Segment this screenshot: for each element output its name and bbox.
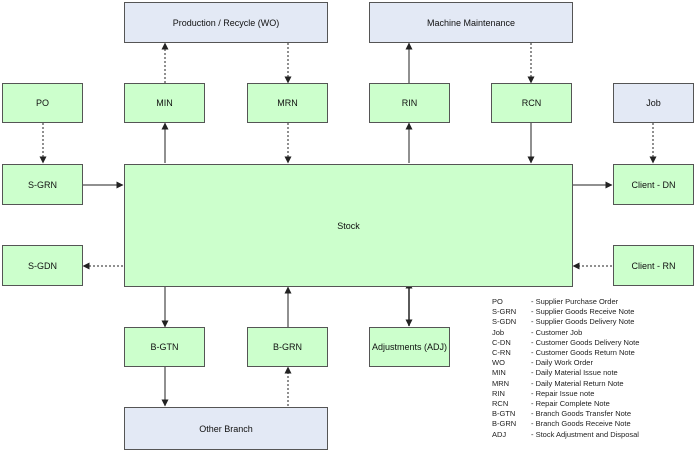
po-node: PO <box>2 83 83 123</box>
sgrn-node: S-GRN <box>2 164 83 205</box>
other-branch-node: Other Branch <box>124 407 328 450</box>
legend-desc: - Branch Goods Transfer Note <box>531 409 632 419</box>
mrn-label: MRN <box>277 98 298 108</box>
machine-maintenance-node: Machine Maintenance <box>369 2 573 43</box>
job-node: Job <box>613 83 694 123</box>
legend-abbr: C-DN <box>492 337 511 347</box>
other-branch-label: Other Branch <box>199 423 253 434</box>
legend-row: PO - Supplier Purchase Order <box>492 297 639 307</box>
legend-row: RIN - Repair Issue note <box>492 389 639 399</box>
bgrn-node: B-GRN <box>247 327 328 367</box>
adjustments-label: Adjustments (ADJ) <box>371 342 448 352</box>
adjustments-node: Adjustments (ADJ) <box>369 327 450 367</box>
min-label: MIN <box>156 98 173 108</box>
legend-abbr: Job <box>492 327 505 337</box>
legend-abbr: S-GDN <box>492 317 517 327</box>
sgrn-label: S-GRN <box>28 179 57 190</box>
legend-desc: - Daily Work Order <box>531 358 593 368</box>
legend-abbr: MRN <box>492 378 510 388</box>
legend-desc: - Customer Job <box>531 327 583 337</box>
min-node: MIN <box>124 83 205 123</box>
production-recycle-label: Production / Recycle (WO) <box>172 17 280 28</box>
production-recycle-node: Production / Recycle (WO) <box>124 2 328 43</box>
rin-node: RIN <box>369 83 450 123</box>
legend-row: S-GDN - Supplier Goods Delivery Note <box>492 317 639 327</box>
legend-desc: - Supplier Goods Delivery Note <box>531 317 635 327</box>
legend-desc: - Daily Material Issue note <box>531 368 618 378</box>
legend-row: S-GRN - Supplier Goods Receive Note <box>492 307 639 317</box>
bgrn-label: B-GRN <box>273 342 302 352</box>
legend-abbr: B-GTN <box>492 409 516 419</box>
legend-row: RCN - Repair Complete Note <box>492 399 639 409</box>
rcn-node: RCN <box>491 83 572 123</box>
legend-desc: - Supplier Goods Receive Note <box>531 307 635 317</box>
rcn-label: RCN <box>521 98 542 108</box>
legend-row: MIN - Daily Material Issue note <box>492 368 639 378</box>
stock-label: Stock <box>337 220 360 231</box>
client-rn-node: Client - RN <box>613 245 694 286</box>
legend-row: B-GTN - Branch Goods Transfer Note <box>492 409 639 419</box>
legend-abbr: ADJ <box>492 429 507 439</box>
legend-abbr: WO <box>492 358 505 368</box>
legend-desc: - Supplier Purchase Order <box>531 297 619 306</box>
sgdn-label: S-GDN <box>28 260 57 271</box>
legend-desc: - Daily Material Return Note <box>531 378 624 388</box>
stock-node: Stock <box>124 164 573 287</box>
client-dn-node: Client - DN <box>613 164 694 205</box>
legend-row: B-GRN - Branch Goods Receive Note <box>492 419 639 429</box>
client-rn-label: Client - RN <box>631 260 676 271</box>
legend-abbr: MIN <box>492 368 506 378</box>
legend-row: MRN - Daily Material Return Note <box>492 379 639 389</box>
legend-desc: - Customer Goods Delivery Note <box>531 337 640 347</box>
legend-desc: - Branch Goods Receive Note <box>531 419 631 429</box>
legend-row: C-RN - Customer Goods Return Note <box>492 348 639 358</box>
legend-abbr: PO <box>492 297 503 306</box>
legend-row: Job - Customer Job <box>492 328 639 338</box>
bgtn-label: B-GTN <box>150 342 179 352</box>
legend-row: ADJ - Stock Adjustment and Disposal <box>492 430 639 440</box>
client-dn-label: Client - DN <box>631 179 676 190</box>
job-label: Job <box>646 98 661 108</box>
abbreviation-legend: PO - Supplier Purchase Order S-GRN - Suppl… <box>492 297 639 440</box>
legend-desc: - Repair Issue note <box>531 388 595 398</box>
legend-abbr: C-RN <box>492 348 511 358</box>
bgtn-node: B-GTN <box>124 327 205 367</box>
machine-maintenance-label: Machine Maintenance <box>426 17 516 28</box>
legend-desc: - Repair Complete Note <box>531 399 610 409</box>
legend-row: WO - Daily Work Order <box>492 358 639 368</box>
legend-row: C-DN - Customer Goods Delivery Note <box>492 338 639 348</box>
legend-abbr: RIN <box>492 388 505 398</box>
po-label: PO <box>35 98 49 108</box>
legend-desc: - Customer Goods Return Note <box>531 348 635 358</box>
legend-abbr: RCN <box>492 399 509 409</box>
legend-abbr: B-GRN <box>492 419 517 429</box>
sgdn-node: S-GDN <box>2 245 83 286</box>
mrn-node: MRN <box>247 83 328 123</box>
legend-abbr: S-GRN <box>492 307 517 317</box>
legend-desc: - Stock Adjustment and Disposal <box>531 429 639 439</box>
rin-label: RIN <box>401 98 418 108</box>
